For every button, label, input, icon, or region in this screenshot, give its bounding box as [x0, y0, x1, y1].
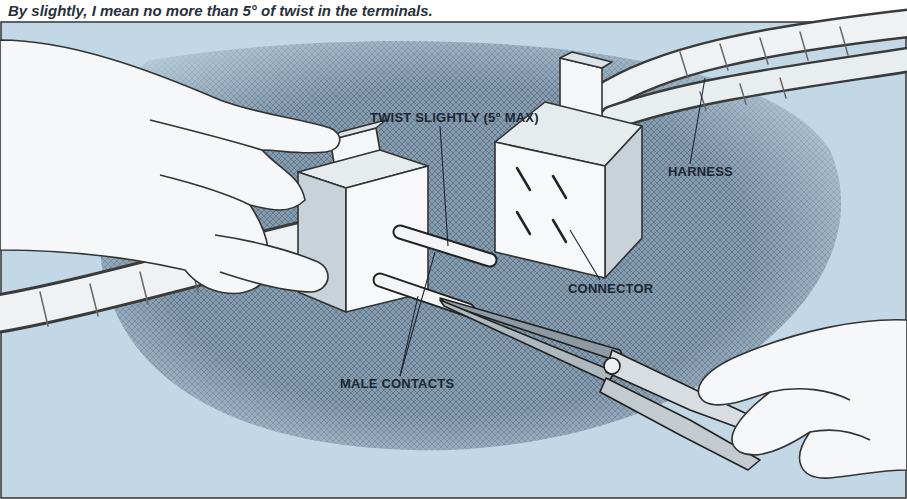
part-label: TWIST SLIGHTLY (5° MAX) — [370, 110, 539, 125]
harness-cable — [600, 22, 907, 118]
right-hand — [698, 320, 907, 478]
part-label: MALE CONTACTS — [340, 376, 454, 391]
caption-text: By slightly, I mean no more than 5° of t… — [8, 2, 433, 19]
male-contact-pins — [380, 232, 490, 310]
part-label: HARNESS — [668, 164, 733, 179]
part-label: CONNECTOR — [568, 281, 653, 296]
female-connector — [495, 52, 642, 278]
left-hand — [0, 40, 340, 293]
